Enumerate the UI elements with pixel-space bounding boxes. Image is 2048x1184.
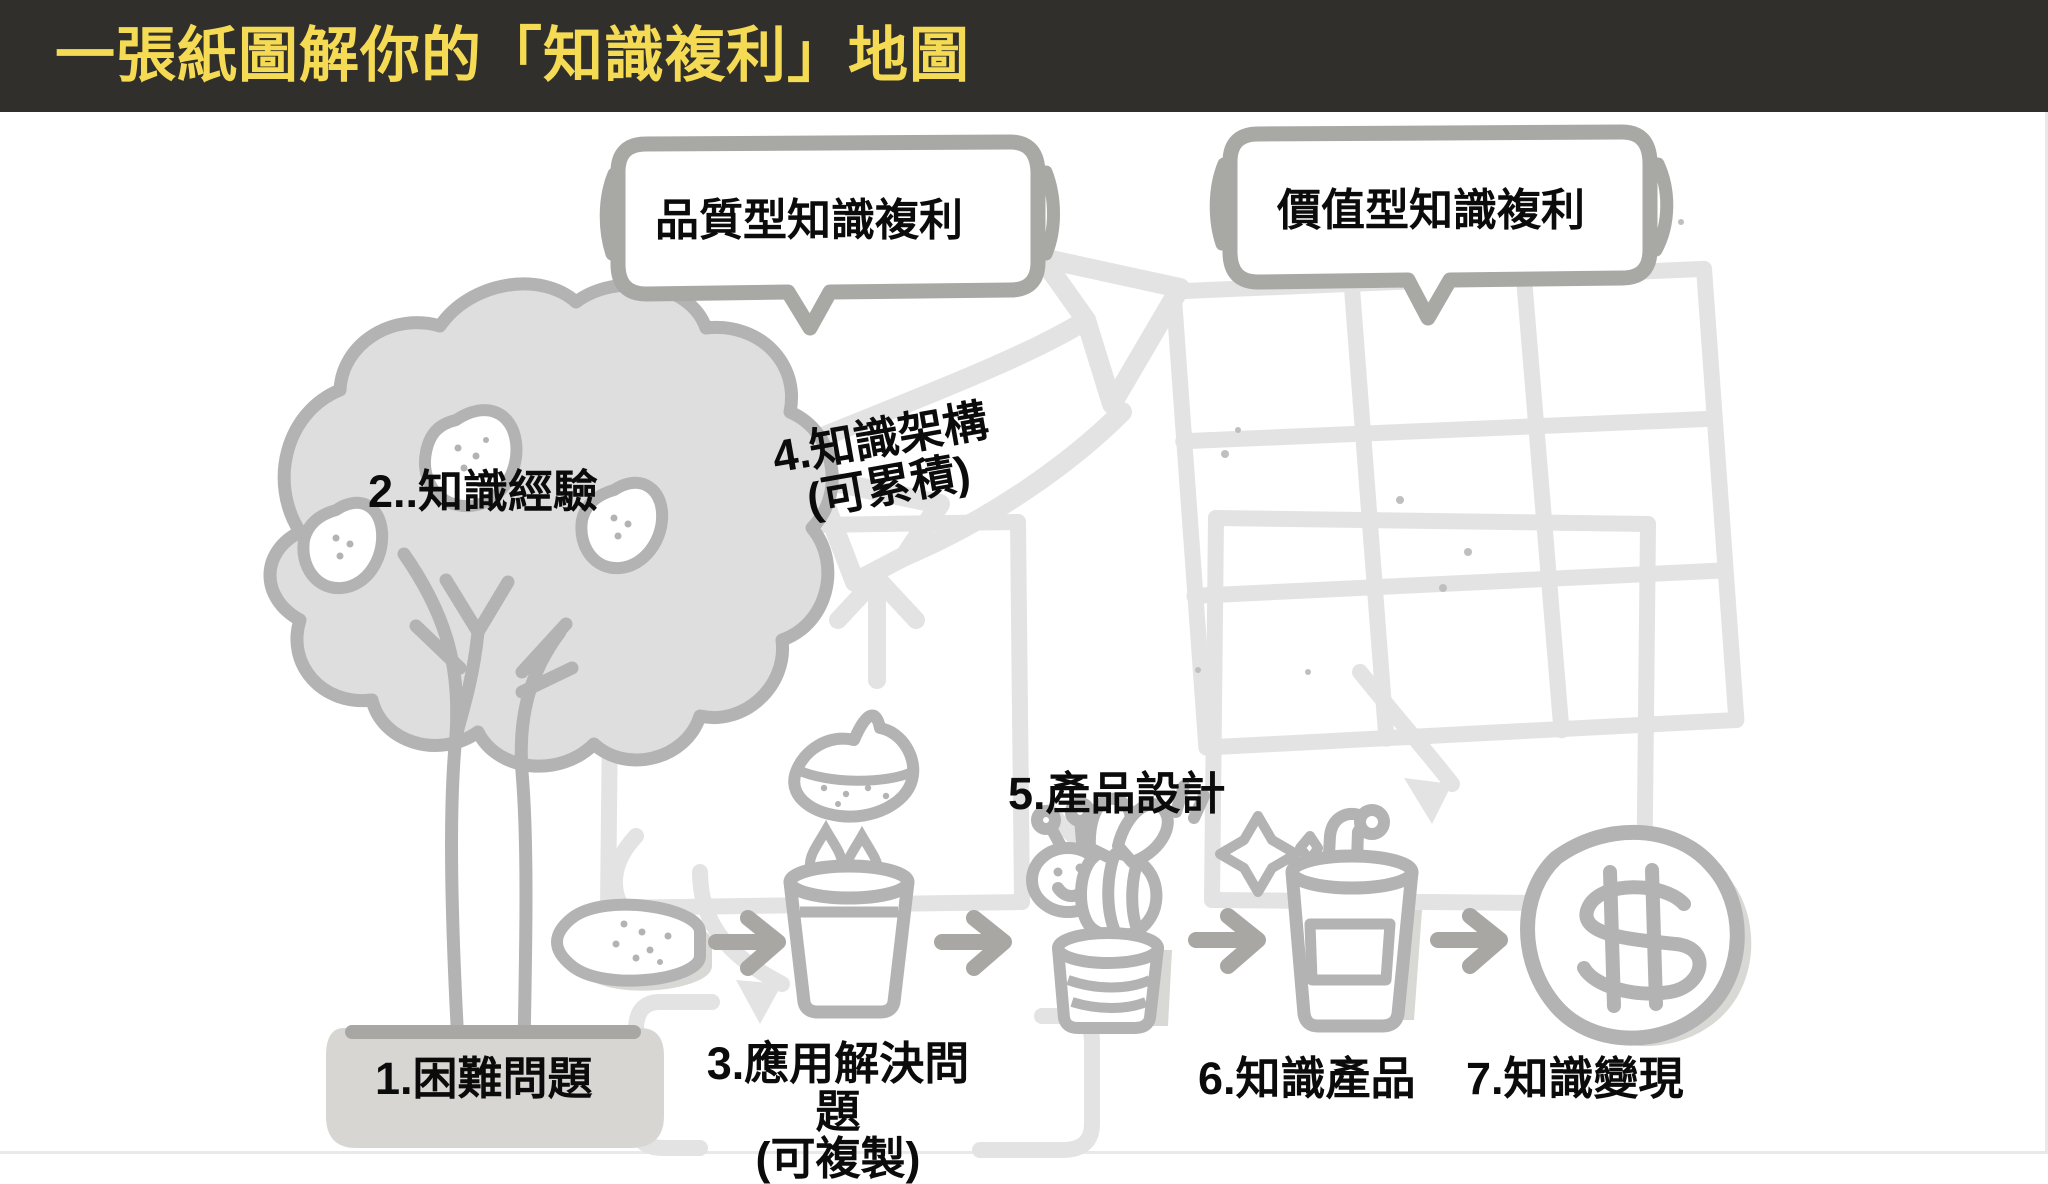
node-label-apply-solve: 3.應用解決問題 (可複製) [688,1040,988,1183]
takeaway-cup-icon [1285,804,1422,1033]
node-label-knowledge-experience: 2..知識經驗 [368,466,599,517]
lemon-whole-icon [551,898,712,991]
dollar-coin-icon [1520,824,1752,1047]
node-label-knowledge-monetization: 7.知識變現 [1466,1053,1684,1104]
arrow-right-icon [708,910,786,976]
arrow-right-icon [1430,908,1508,974]
grid-speckles [1195,219,1684,675]
callouts-layer [599,124,1674,336]
node-label-knowledge-product: 6.知識產品 [1198,1053,1416,1104]
callout-label-value: 價值型知識複利 [1277,186,1585,235]
callout-quality[interactable] [599,134,1060,336]
arrow-right-icon [934,910,1012,976]
lemon-icon [575,476,669,575]
page-title: 一張紙圖解你的「知識複利」地圖 [55,22,970,89]
node-label-hard-problem: 1.困難問題 [375,1053,593,1104]
honey-pot-icon [1052,927,1172,1034]
tree-trunk-icon [397,547,579,1053]
arrow-right-icon [1188,908,1266,974]
arrowhead-grid-down [1404,778,1452,824]
lemon-icon [297,496,389,595]
foreground-strokes-layer [263,277,1752,1148]
diagram-canvas: 品質型知識複利 價值型知識複利 2..知識經驗 4.知識架構 (可累積) 5.產… [0,112,2048,1183]
node-label-apply-solve-line1: 3.應用解決問題 [706,1038,970,1137]
tree-pot-icon [326,1025,664,1148]
title-bar: 一張紙圖解你的「知識複利」地圖 [0,0,2048,112]
glass-icon [783,859,915,1019]
callout-label-quality: 品質型知識複利 [655,196,963,245]
tree-icon [263,277,839,773]
arrow-up-icon [829,569,925,689]
lemon-icon [418,404,523,513]
node-label-product-design: 5.產品設計 [1008,768,1226,819]
squeezed-lemon-icon [788,709,920,823]
connector-grid-down [1352,664,1460,792]
callout-value[interactable] [1209,124,1674,326]
node-label-apply-solve-line2: (可複製) [755,1133,921,1184]
